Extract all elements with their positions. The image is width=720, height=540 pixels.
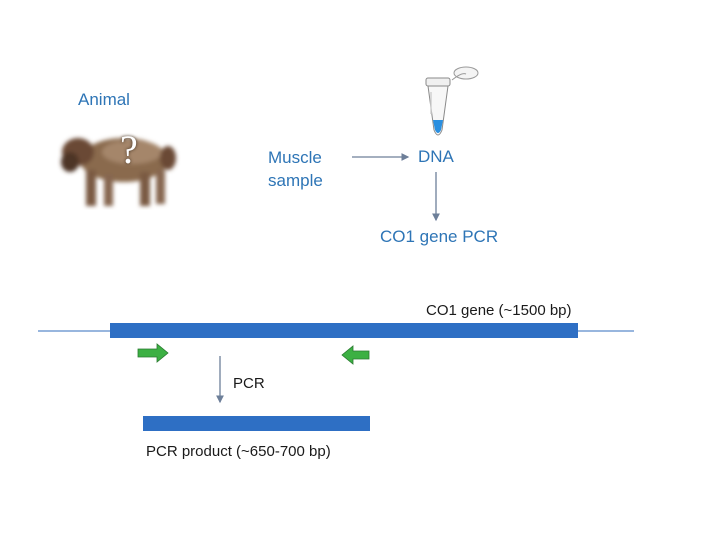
muscle-sample-label-line1: Muscle — [268, 148, 322, 167]
pcr-product-bar — [143, 416, 370, 431]
microcentrifuge-tube-icon — [425, 66, 479, 136]
dna-label: DNA — [418, 147, 454, 166]
co1-gene-label: CO1 gene (~1500 bp) — [426, 302, 572, 319]
muscle-sample-label-line2: sample — [268, 171, 323, 190]
forward-primer-icon — [137, 343, 169, 363]
reverse-primer-icon — [341, 345, 370, 365]
unknown-species-mark: ? — [120, 127, 138, 172]
animal-label: Animal — [78, 90, 130, 109]
co1-gene-pcr-label: CO1 gene PCR — [380, 227, 499, 246]
animal-silhouette — [61, 138, 176, 206]
muscle-sample-label: Muscle sample — [268, 146, 323, 192]
co1-gene-bar — [110, 323, 578, 338]
pcr-product-label: PCR product (~650-700 bp) — [146, 443, 331, 460]
pcr-label: PCR — [233, 375, 265, 392]
